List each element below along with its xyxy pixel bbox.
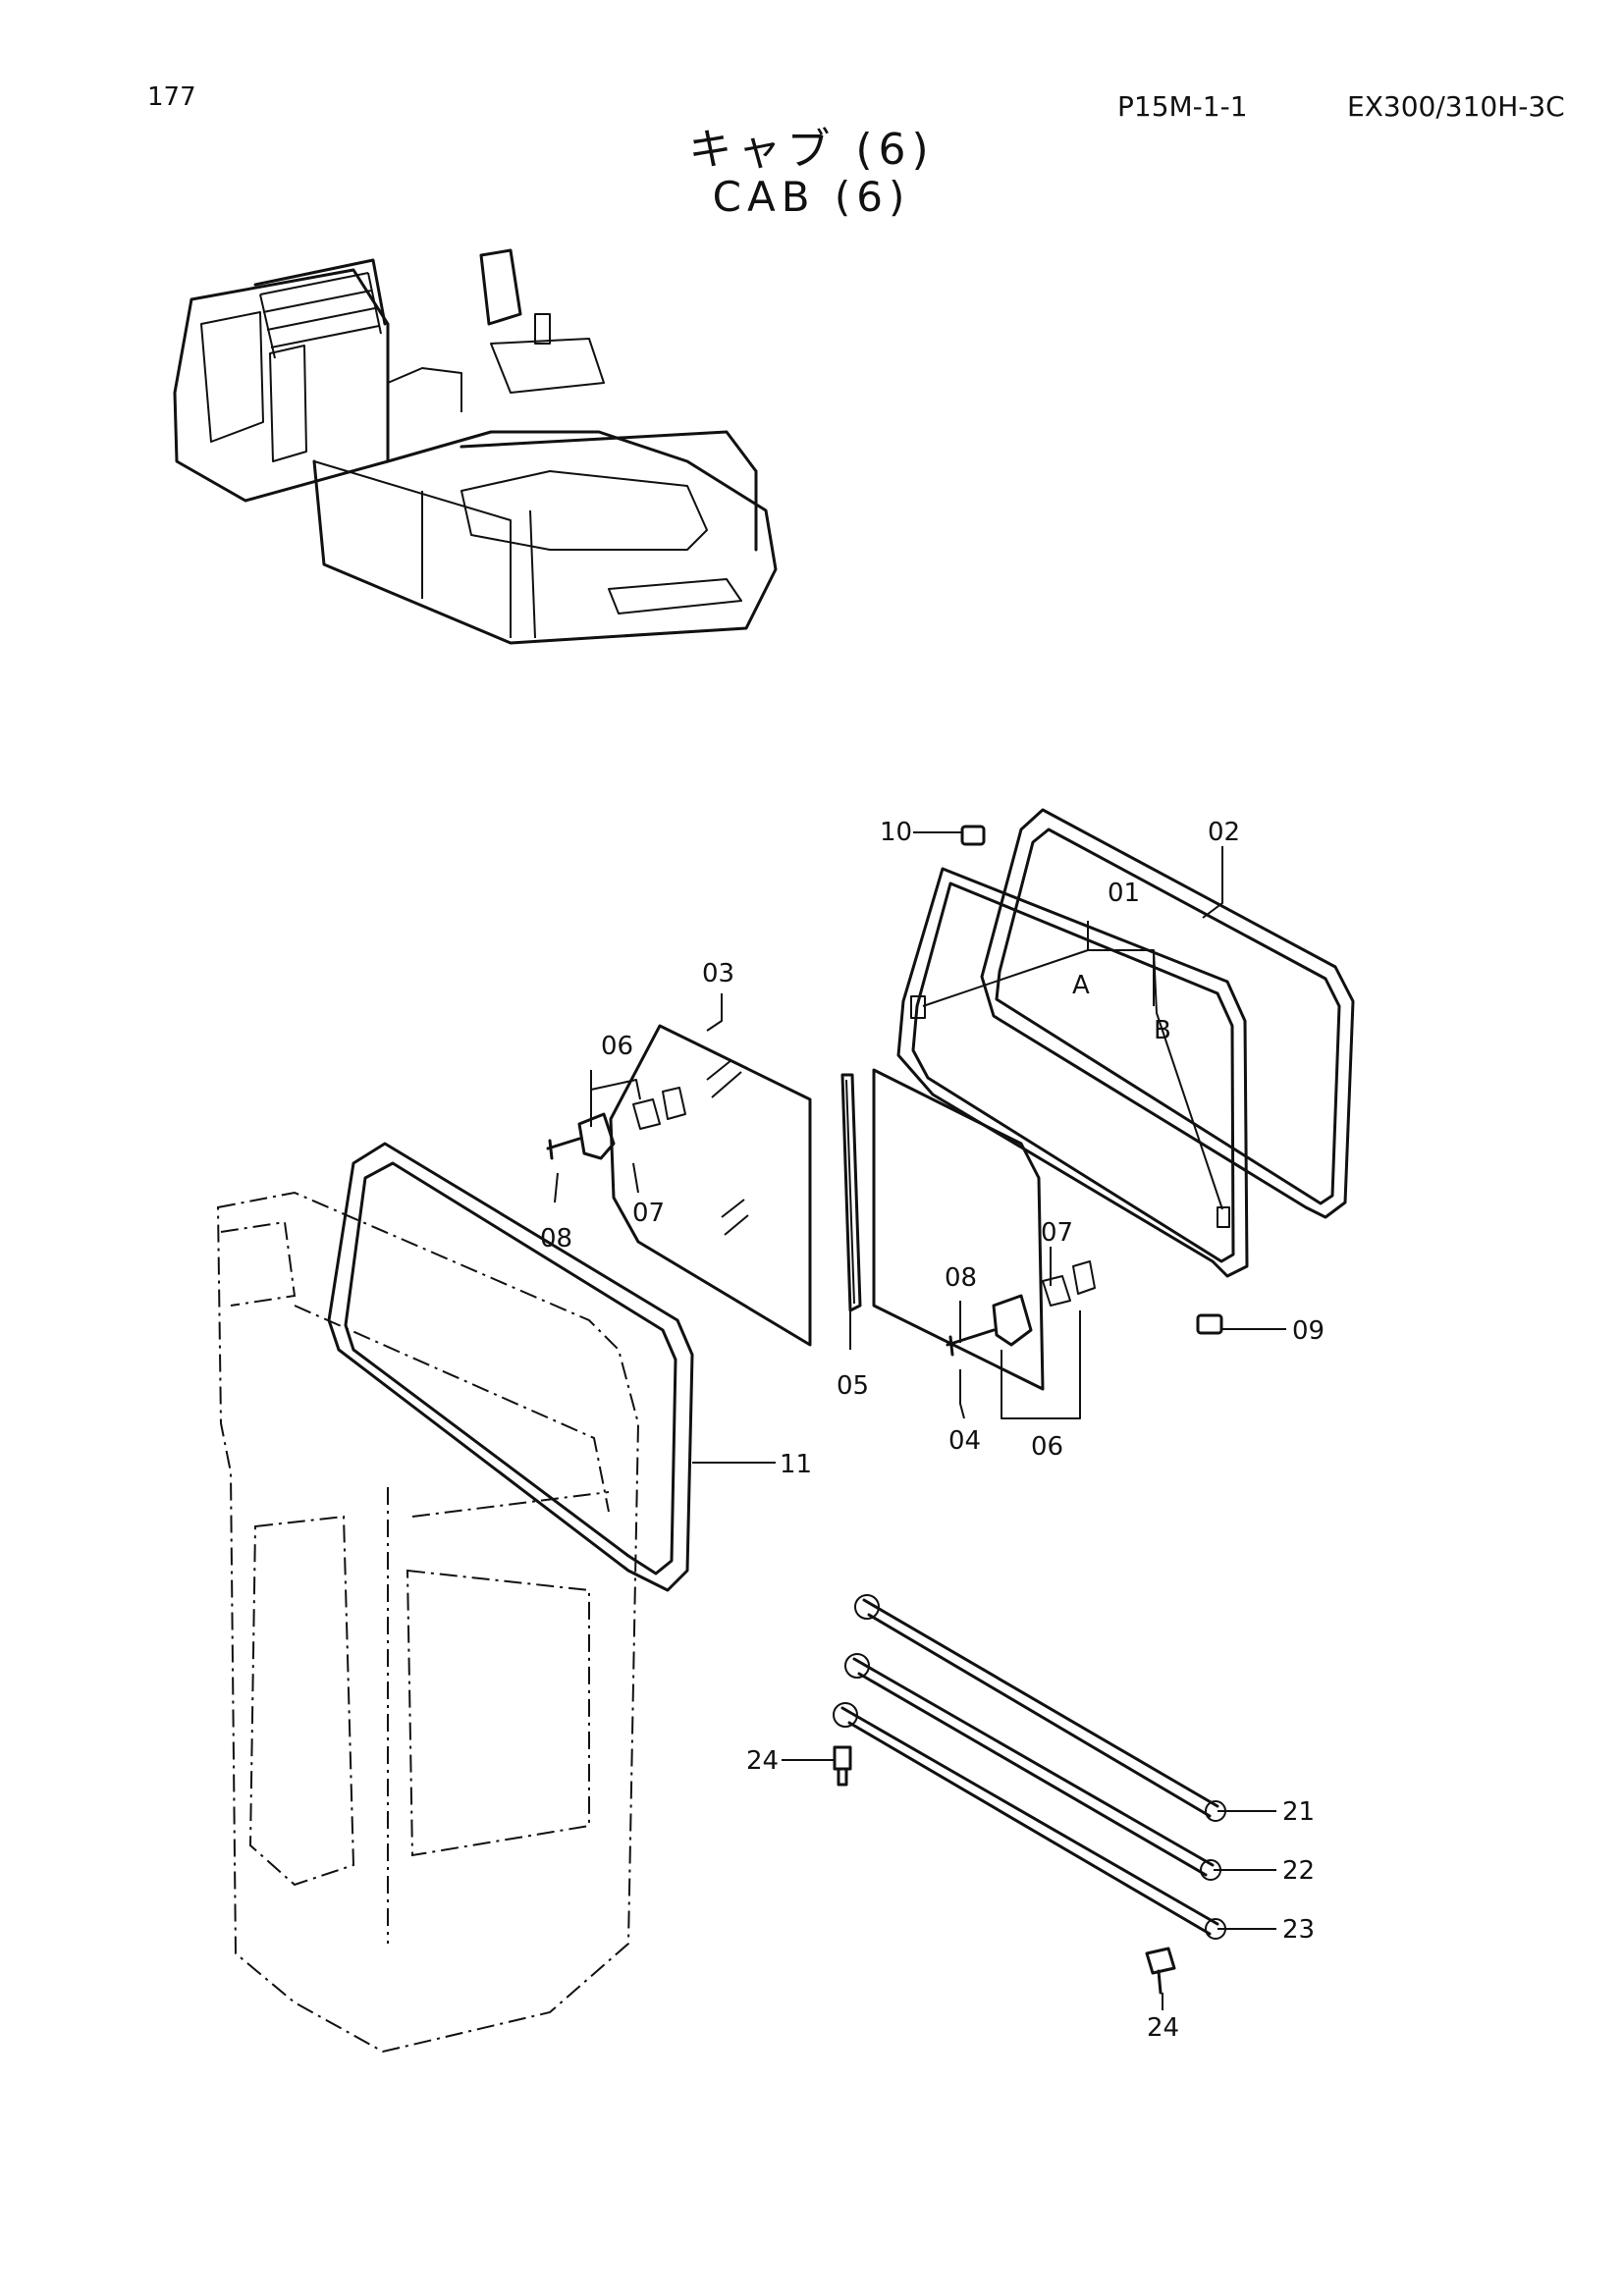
callout-24-lower: 24 — [1147, 2013, 1179, 2043]
part-24-bolt-upper — [833, 1745, 852, 1787]
part-01-window-frame — [896, 867, 1249, 1278]
part-06-latch-right — [946, 1260, 1096, 1357]
callout-06-left: 06 — [601, 1032, 633, 1061]
callout-06-right: 06 — [1031, 1432, 1063, 1462]
callout-09: 09 — [1292, 1316, 1325, 1346]
callout-A: A — [1072, 971, 1090, 1000]
callout-07-left: 07 — [632, 1199, 665, 1228]
callout-23: 23 — [1282, 1915, 1315, 1945]
part-23-stay — [833, 1702, 1226, 1940]
part-22-stay — [844, 1653, 1221, 1881]
callout-07-right: 07 — [1041, 1218, 1073, 1248]
title-english: CAB (6) — [712, 173, 911, 221]
model-number: EX300/310H-3C — [1347, 90, 1565, 123]
callout-01: 01 — [1108, 879, 1140, 908]
part-24-bolt-lower — [1145, 1947, 1176, 1995]
callout-08-left: 08 — [540, 1224, 572, 1254]
part-11-window-seal — [327, 1142, 694, 1592]
title-japanese: キャブ (6) — [688, 125, 935, 175]
callout-11: 11 — [780, 1450, 812, 1479]
part-09-stopper — [1196, 1313, 1223, 1335]
part-06-latch-left — [546, 1087, 686, 1160]
callout-08-right: 08 — [945, 1263, 977, 1293]
callout-04: 04 — [948, 1426, 981, 1456]
part-02-seal — [980, 808, 1355, 1219]
page-number: 177 — [147, 82, 196, 112]
leader-lines — [554, 831, 1286, 2010]
callout-03: 03 — [702, 959, 734, 988]
part-21-stay — [854, 1594, 1226, 1822]
callout-10: 10 — [880, 818, 912, 847]
callout-24-upper: 24 — [746, 1746, 779, 1776]
machine-overview-illustration — [173, 248, 778, 645]
cab-body-phantom-outline — [216, 1191, 640, 2054]
part-code: P15M-1-1 — [1117, 90, 1248, 123]
part-05-channel — [840, 1073, 862, 1312]
callout-21: 21 — [1282, 1797, 1315, 1827]
callout-02: 02 — [1208, 818, 1240, 847]
callout-22: 22 — [1282, 1856, 1315, 1886]
callout-05: 05 — [837, 1371, 869, 1401]
callout-B: B — [1154, 1016, 1171, 1045]
part-03-glass — [609, 1024, 812, 1347]
part-10-stopper — [960, 825, 986, 846]
